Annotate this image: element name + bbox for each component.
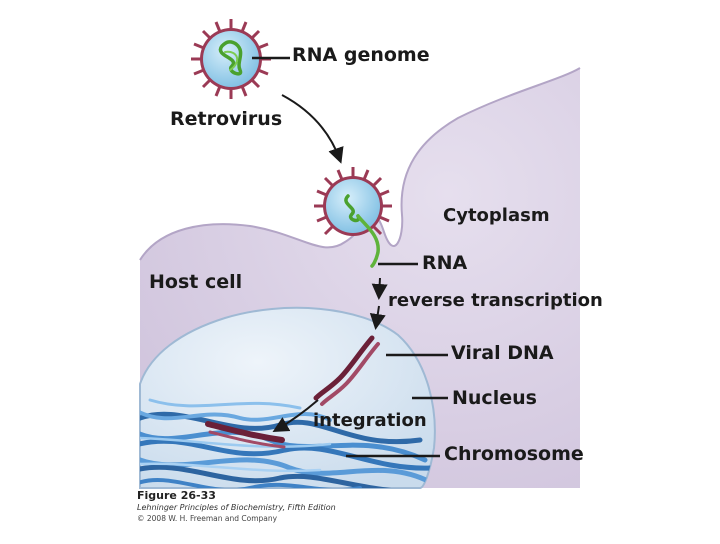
label-nucleus: Nucleus [452,387,537,409]
nucleus-shape [139,306,436,489]
label-integration: integration [313,410,427,431]
integration-arrow [272,399,319,432]
label-rna: RNA [422,252,468,274]
label-reverse-transcription: reverse transcription [388,290,603,311]
chromosome-strands [140,398,433,488]
figure-book-title: Lehninger Principles of Biochemistry, Fi… [137,503,336,512]
entry-arrow [281,94,344,164]
integrated-viral-dna [205,421,285,443]
reverse-transcription-arrow-1 [371,277,388,300]
figure-copyright: © 2008 W. H. Freeman and Company [137,514,278,523]
label-cytoplasm: Cytoplasm [443,205,550,226]
viral-dna [313,335,380,406]
reverse-transcription-arrow-2 [369,305,386,330]
label-retrovirus: Retrovirus [170,108,283,130]
figure-number: Figure 26-33 [137,489,216,502]
retrovirus-particle-docking [314,167,392,268]
label-host-cell: Host cell [149,271,243,293]
label-chromosome: Chromosome [444,443,584,465]
label-rna-genome: RNA genome [292,44,430,66]
label-viral-dna: Viral DNA [451,342,554,364]
retrovirus-particle-free [191,19,271,99]
